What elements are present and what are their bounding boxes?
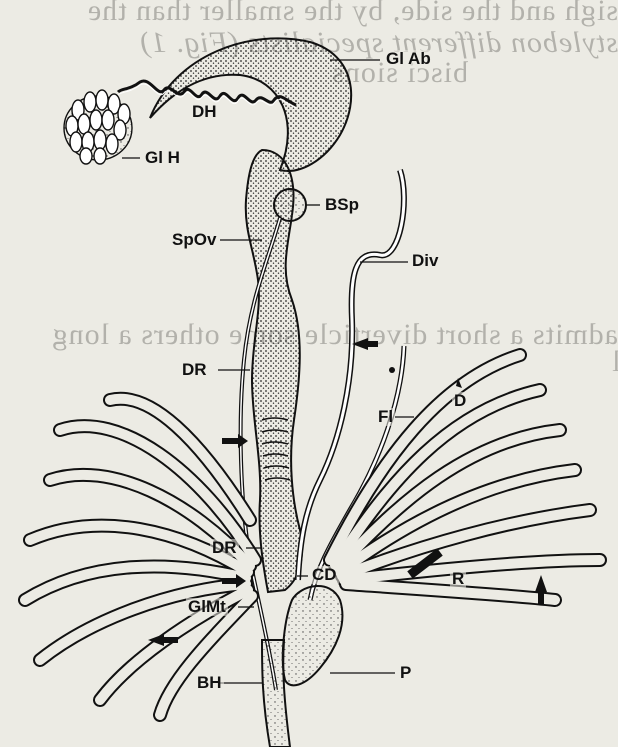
label-albumen-gland: Gl Ab bbox=[384, 50, 433, 68]
label-hermaphrodite-gland: Gl H bbox=[143, 149, 182, 167]
spermatheca-bursa bbox=[274, 189, 306, 221]
label-retractor-muscle: R bbox=[450, 570, 466, 588]
hermaphrodite-gland bbox=[64, 90, 132, 164]
penis bbox=[283, 586, 343, 685]
label-spermoviduct: SpOv bbox=[170, 231, 218, 249]
label-dart-gland: D bbox=[452, 392, 468, 410]
label-mucous-glands: GlMt bbox=[186, 598, 228, 616]
label-diverticulum: Div bbox=[410, 252, 440, 270]
label-hermaphrodite-duct: DH bbox=[190, 103, 219, 121]
label-deferent-canal: CD bbox=[310, 566, 339, 584]
label-penis: P bbox=[398, 664, 413, 682]
label-genital-atrium: BH bbox=[195, 674, 224, 692]
label-spermathecal-duct-lower: DR bbox=[210, 539, 239, 557]
label-spermatheca-bursa: BSp bbox=[323, 196, 361, 214]
label-spermathecal-duct: DR bbox=[180, 361, 209, 379]
label-flagellum: Fl bbox=[376, 408, 395, 426]
